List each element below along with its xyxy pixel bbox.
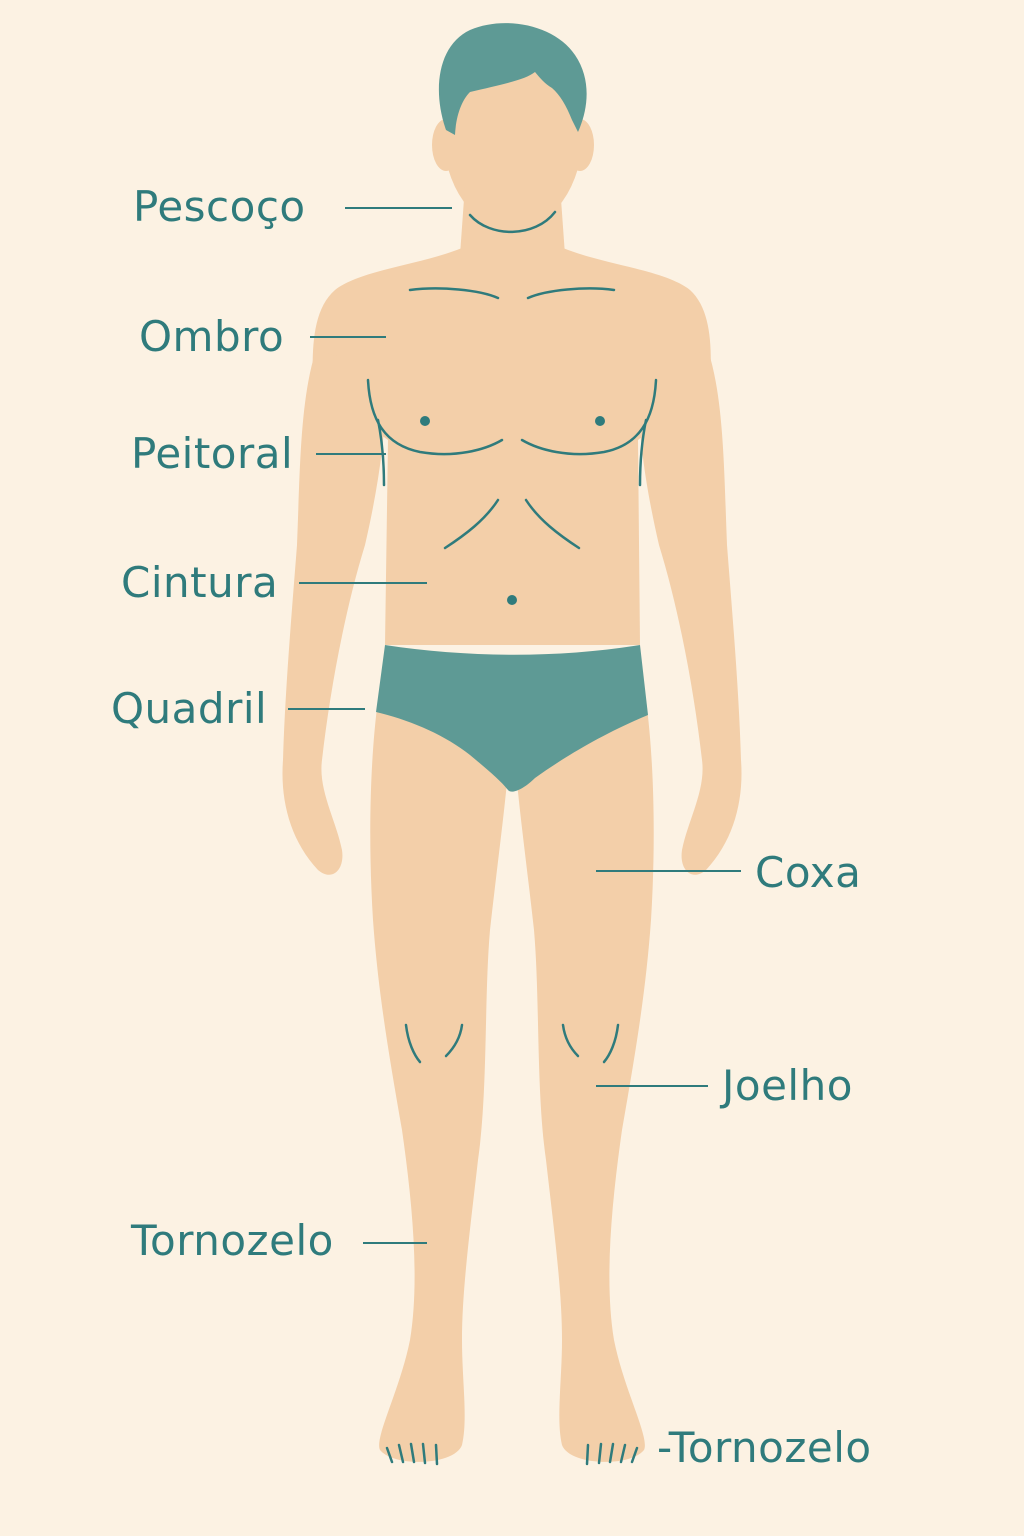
- label-chest: Peitoral: [131, 429, 294, 478]
- right-rib-line: [524, 498, 581, 550]
- right-toes: [585, 1442, 639, 1466]
- leader-knee: [596, 1085, 708, 1087]
- left-knee-line-2: [444, 1023, 464, 1058]
- left-toes: [385, 1442, 439, 1466]
- label-knee: Joelho: [722, 1061, 853, 1110]
- leader-hip: [288, 708, 365, 710]
- right-knee-line-1: [561, 1023, 580, 1058]
- left-arm: [282, 350, 386, 875]
- leader-neck: [345, 207, 452, 209]
- leader-chest: [316, 453, 386, 455]
- left-side-line: [376, 418, 386, 487]
- label-ankle-right: -Tornozelo: [657, 1423, 872, 1472]
- right-side-line: [638, 418, 648, 487]
- label-thigh: Coxa: [755, 848, 862, 897]
- leader-waist: [299, 582, 427, 584]
- left-nipple: [420, 416, 430, 426]
- left-collarbone: [408, 287, 500, 300]
- right-pec-line: [520, 378, 658, 456]
- torso: [312, 248, 711, 645]
- label-shoulder: Ombro: [139, 312, 285, 361]
- right-collarbone: [526, 287, 616, 300]
- leader-thigh: [596, 870, 741, 872]
- right-knee-line-2: [602, 1023, 620, 1064]
- hair: [438, 23, 587, 135]
- left-pec-line: [366, 378, 504, 456]
- leader-ankle-left: [363, 1242, 427, 1244]
- left-knee-line-1: [404, 1023, 422, 1064]
- jaw-line: [468, 210, 557, 234]
- neck: [460, 185, 565, 255]
- leader-shoulder: [310, 336, 386, 338]
- briefs: [376, 645, 648, 792]
- label-hip: Quadril: [111, 684, 268, 733]
- label-ankle-left: Tornozelo: [131, 1216, 334, 1265]
- right-leg: [512, 700, 654, 1462]
- left-rib-line: [443, 498, 500, 550]
- navel: [507, 595, 517, 605]
- right-ear: [566, 119, 594, 171]
- right-nipple: [595, 416, 605, 426]
- label-waist: Cintura: [121, 558, 279, 607]
- left-leg: [370, 700, 512, 1462]
- right-arm: [638, 350, 742, 875]
- label-neck: Pescoço: [133, 182, 306, 231]
